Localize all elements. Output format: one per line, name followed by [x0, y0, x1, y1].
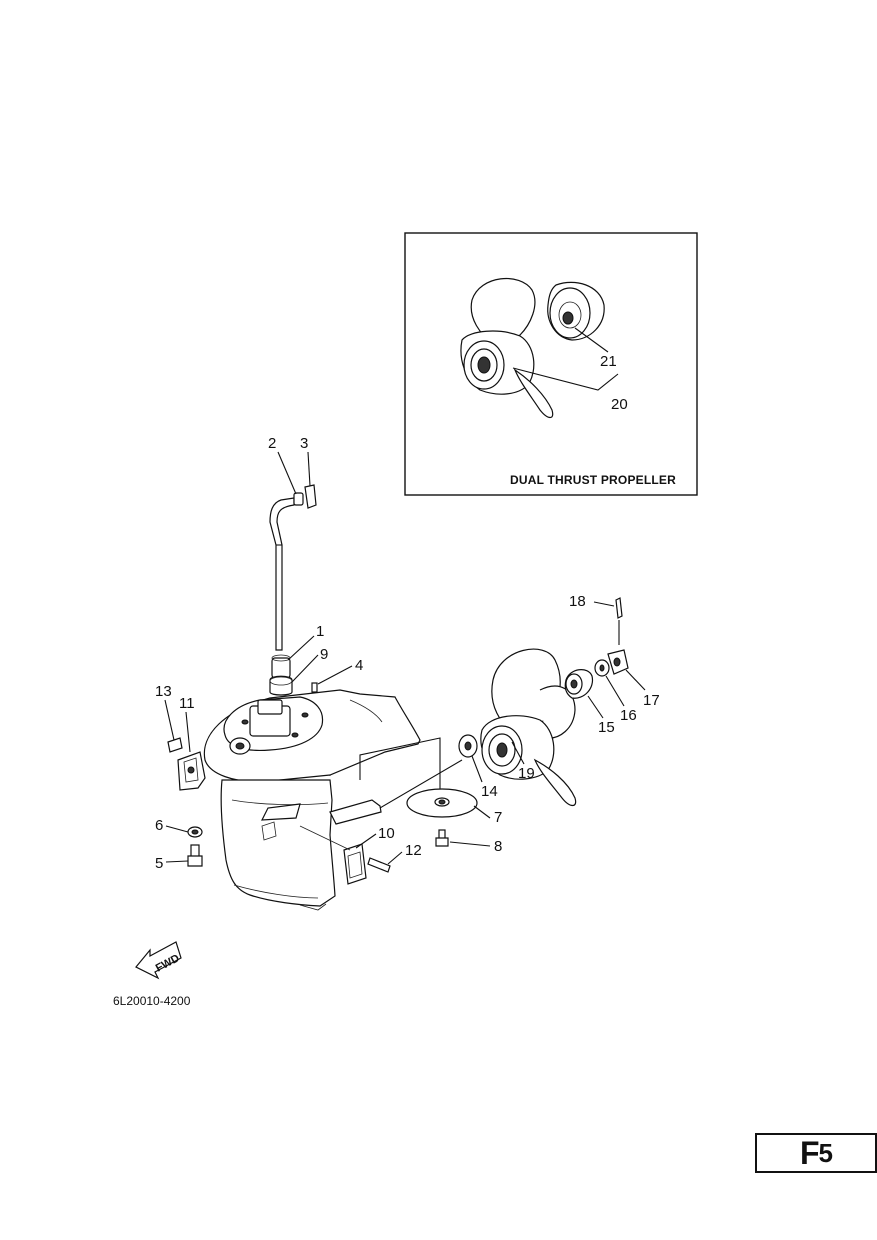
callout-4: 4 [355, 657, 363, 674]
trim-tab-group: 10 12 [299, 825, 422, 885]
callout-15: 15 [598, 719, 615, 736]
callout-20: 20 [611, 396, 628, 413]
callout-7: 7 [494, 809, 502, 826]
callout-16: 16 [620, 707, 637, 724]
water-tube-group: 2 3 1 9 4 [268, 435, 363, 696]
page-badge-letter: F [799, 1134, 820, 1171]
page-badge-number: 5 [818, 1137, 834, 1168]
callout-12: 12 [405, 842, 422, 859]
callout-3: 3 [300, 435, 308, 452]
callout-19: 19 [518, 765, 535, 782]
callout-8: 8 [494, 838, 502, 855]
lower-unit-case [203, 689, 463, 911]
callout-14: 14 [481, 783, 498, 800]
prop-hardware-group: 18 15 16 17 [564, 593, 660, 736]
callout-17: 17 [643, 692, 660, 709]
fwd-arrow-icon: FWD [135, 941, 182, 980]
callout-21: 21 [600, 353, 617, 370]
disc-thrust-group: 7 8 14 [406, 734, 502, 855]
callout-6: 6 [155, 817, 163, 834]
anode-bracket-group: 13 11 [155, 683, 206, 791]
propeller: 19 [480, 648, 577, 807]
inset-panel: 21 20 DUAL THRUST PROPELLER [404, 232, 698, 496]
callout-18: 18 [569, 593, 586, 610]
callout-1: 1 [316, 623, 324, 640]
callout-9: 9 [320, 646, 328, 663]
inset-spacer [547, 281, 605, 341]
callout-11: 11 [179, 695, 195, 712]
callout-5: 5 [155, 855, 163, 872]
callout-13: 13 [155, 683, 172, 700]
callout-2: 2 [268, 435, 276, 452]
callout-10: 10 [378, 825, 395, 842]
inset-title: DUAL THRUST PROPELLER [510, 473, 676, 487]
bolt-washer-group: 6 5 [155, 817, 203, 872]
diagram-part-code: 6L20010-4200 [113, 994, 191, 1008]
inset-propeller [460, 277, 554, 419]
